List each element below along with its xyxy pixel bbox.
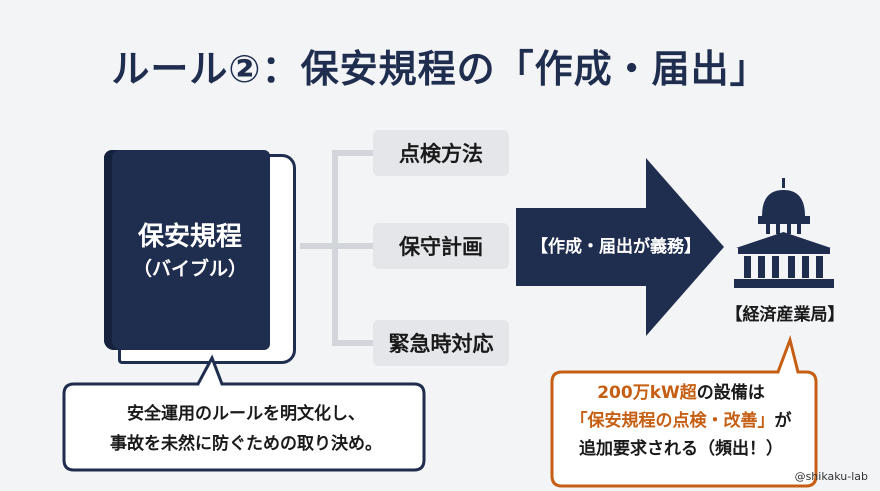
book-icon: 保安規程 （バイブル）: [100, 150, 300, 364]
note-left-line2: 事故を未然に防ぐための取り決め。: [110, 434, 382, 454]
note-right-highlight1: 200万kW超: [597, 383, 697, 403]
note-right-highlight2: 「保安規程の点検・改善」: [570, 411, 775, 431]
note-right-line3: 追加要求される（頻出！）: [579, 439, 783, 459]
item-inspection-method: 点検方法: [373, 130, 509, 176]
credit: @shikaku-lab: [794, 470, 868, 483]
note-right-text1: の設備は: [696, 383, 765, 403]
note-left-line1: 安全運用のルールを明文化し、: [127, 404, 365, 424]
page-title: ルール②：保安規程の「作成・届出」: [111, 47, 769, 91]
item-maintenance-plan: 保守計画: [373, 223, 509, 269]
book-title: 保安規程: [137, 222, 242, 252]
note-right: 200万kW超の設備は 「保安規程の点検・改善」が 追加要求される（頻出！）: [552, 379, 810, 463]
arrow-label: 【作成・届出が義務】: [531, 237, 701, 257]
note-left: 安全運用のルールを明文化し、 事故を未然に防ぐための取り決め。: [66, 399, 426, 459]
obligation-arrow: [516, 158, 724, 336]
government-building-icon: [734, 178, 834, 288]
note-right-text2: が: [774, 411, 792, 431]
agency-label: 【経済産業局】: [725, 305, 845, 325]
item-emergency-response: 緊急時対応: [373, 320, 509, 366]
book-subtitle: （バイブル）: [132, 258, 247, 280]
